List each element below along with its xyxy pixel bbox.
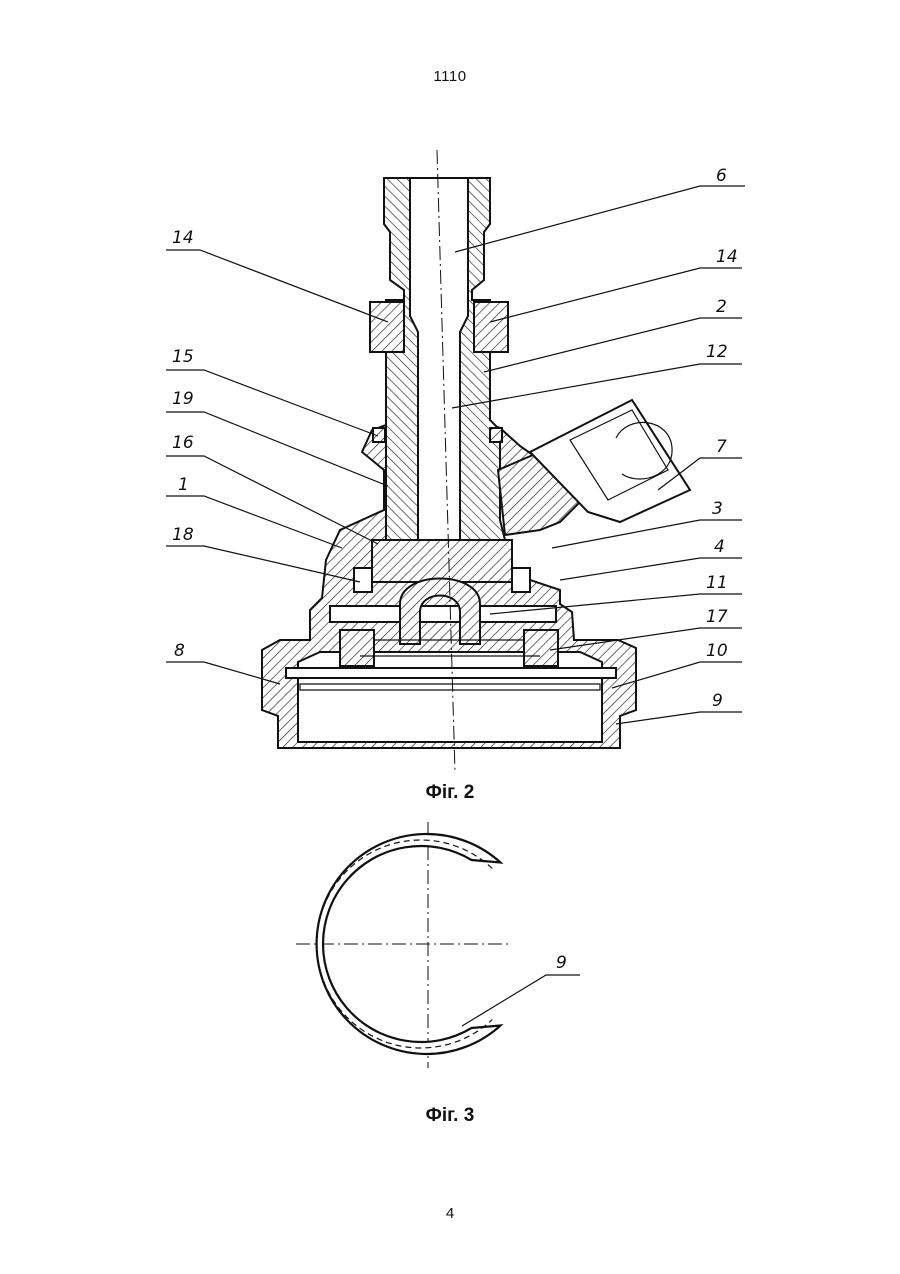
page-number: 4 [0, 1205, 900, 1222]
callout-9-fig3: 9 [556, 953, 567, 973]
callout-15: 15 [172, 347, 194, 367]
callout-7: 7 [716, 437, 727, 457]
ring-10 [286, 668, 616, 678]
nut-right [474, 302, 508, 352]
seal-15-right [490, 428, 502, 442]
figure-2: 6 14 14 2 12 15 19 7 16 1 3 18 4 [166, 150, 745, 772]
figure-3-caption: Фіг. 3 [0, 1105, 900, 1127]
callout-17: 17 [706, 607, 728, 627]
callout-6: 6 [716, 166, 727, 186]
nut-left [370, 302, 404, 352]
callout-14-right: 14 [716, 247, 738, 267]
callout-10: 10 [706, 641, 728, 661]
disk-11 [330, 606, 556, 622]
callout-12: 12 [706, 342, 728, 362]
insert-18-left [354, 568, 372, 592]
callout-9: 9 [712, 691, 723, 711]
callout-16: 16 [172, 433, 194, 453]
callout-14-left: 14 [172, 228, 194, 248]
callout-1: 1 [178, 475, 189, 495]
valve-block [372, 540, 512, 582]
figure-2-caption: Фіг. 2 [0, 782, 900, 804]
stem-bore [410, 178, 468, 590]
callout-2: 2 [716, 297, 727, 317]
callout-8: 8 [174, 641, 185, 661]
figure-3: 9 [296, 822, 580, 1068]
callout-4: 4 [714, 537, 725, 557]
seal-17-right [524, 630, 558, 666]
callout-18: 18 [172, 525, 194, 545]
seal-17-left [340, 630, 374, 666]
callout-19: 19 [172, 389, 194, 409]
insert-4-right [512, 568, 530, 592]
callout-11: 11 [706, 573, 728, 593]
callout-3: 3 [712, 499, 723, 519]
